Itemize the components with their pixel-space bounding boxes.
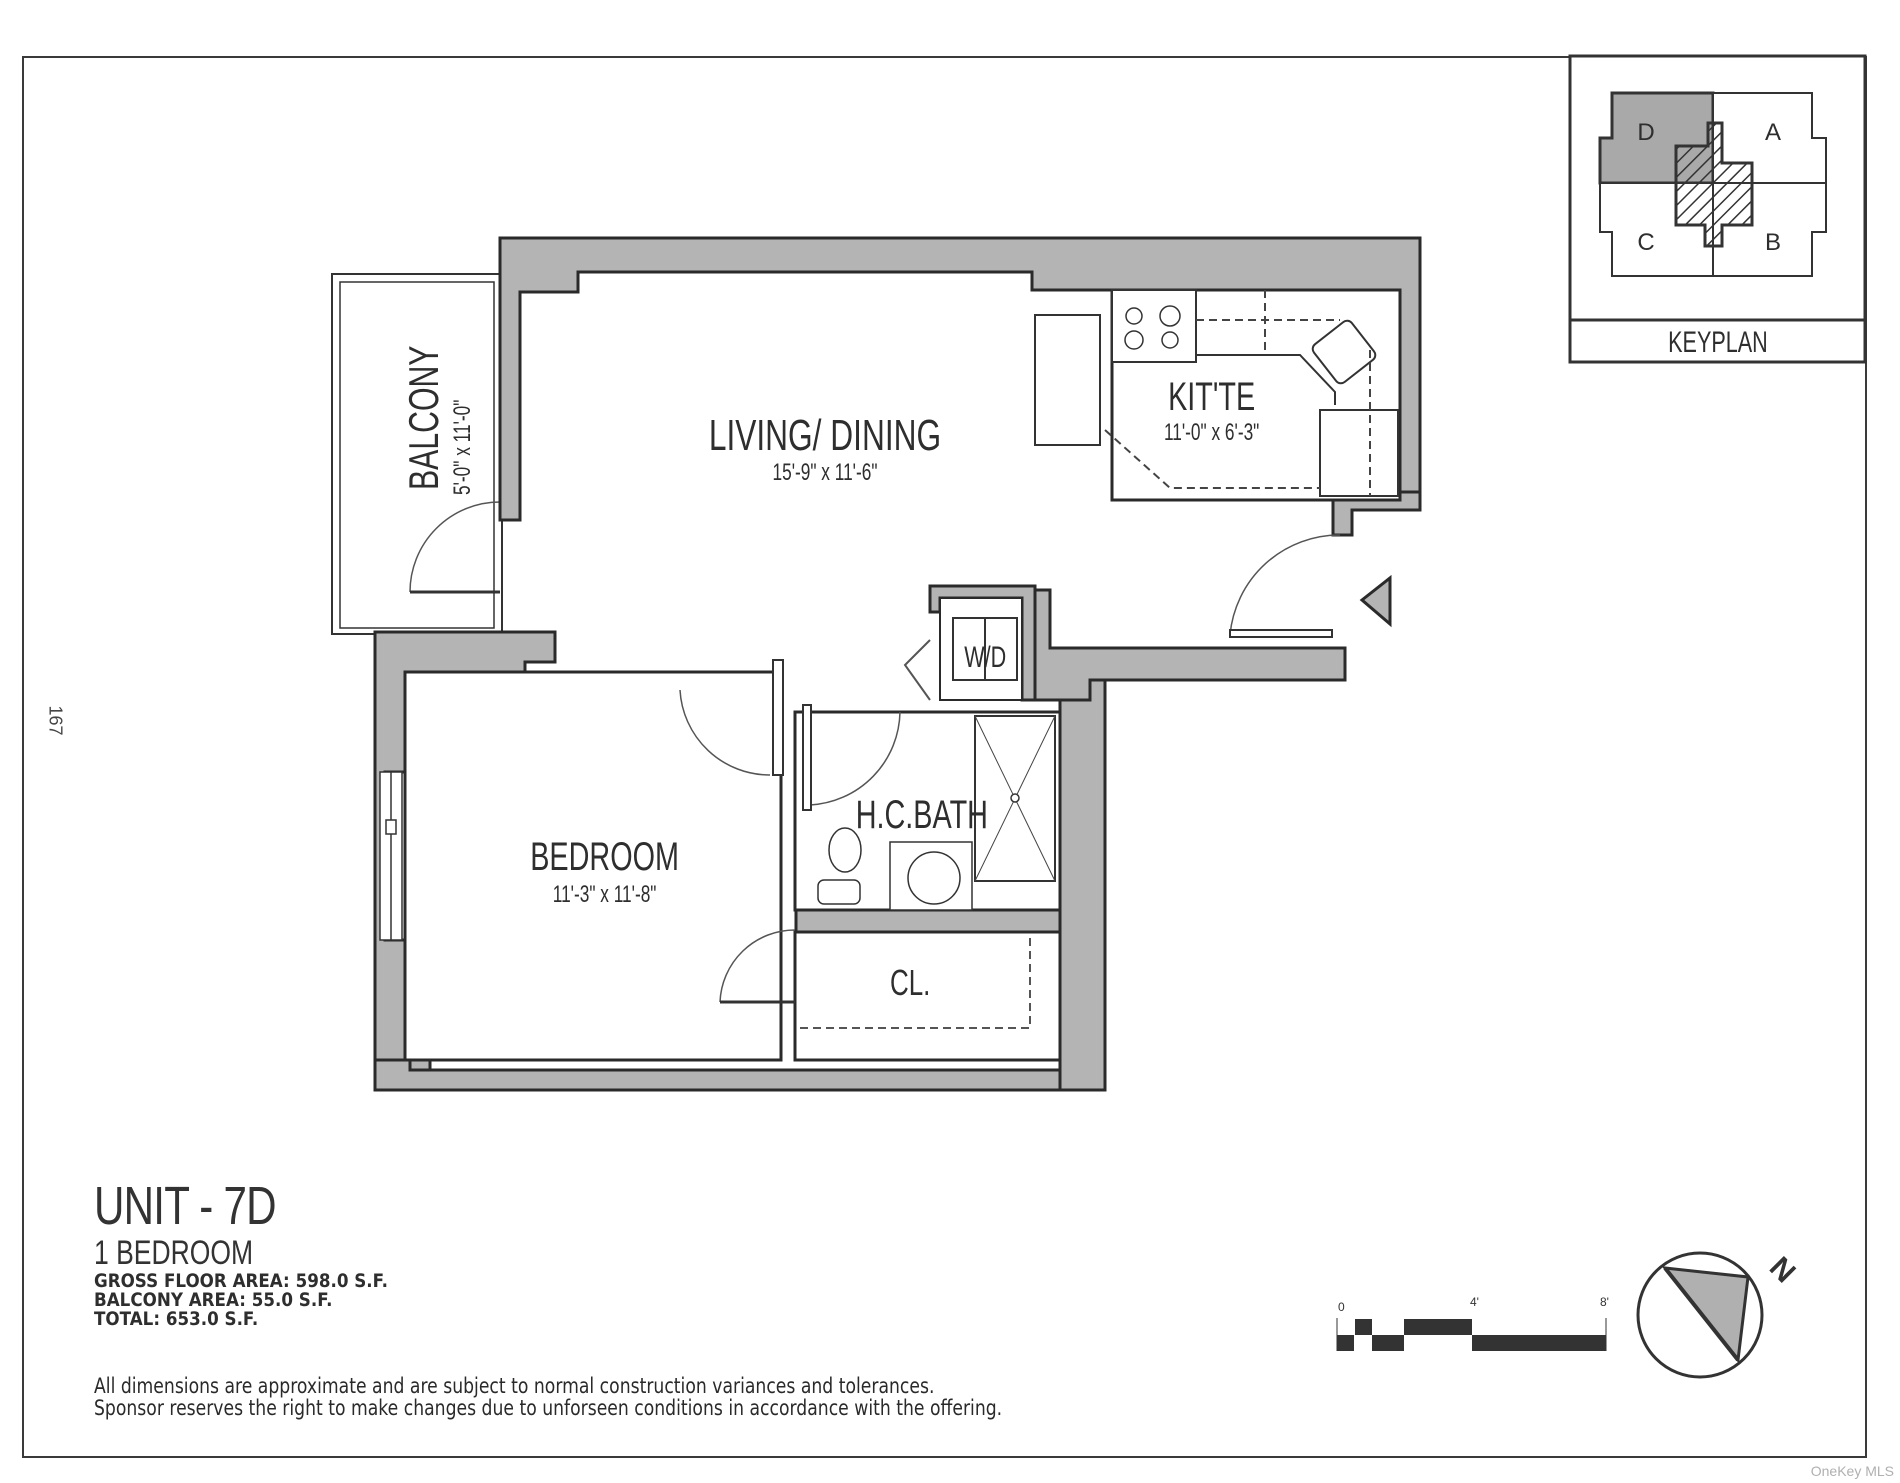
balcony [331, 273, 503, 635]
keyplan-core [1674, 121, 1754, 248]
washer-dryer-label: W/D [964, 639, 1006, 673]
svg-text:0: 0 [1338, 1300, 1345, 1314]
total-area: TOTAL: 653.0 S.F. [94, 1308, 259, 1330]
kitchenette [1104, 288, 1402, 502]
bedroom-room [403, 670, 783, 1062]
closet [719, 929, 1062, 1062]
unit-info: UNIT - 7D 1 BEDROOM GROSS FLOOR AREA: 59… [94, 1178, 428, 1329]
svg-text:B: B [1765, 229, 1781, 256]
bedroom-label: BEDROOM [530, 834, 679, 879]
unit-type: 1 BEDROOM [94, 1234, 254, 1272]
page-number: 167 [45, 705, 66, 736]
bedroom-size: 11'-3" x 11'-8" [553, 881, 657, 907]
svg-text:C: C [1637, 229, 1654, 256]
living-size: 15'-9" x 11'-6" [773, 459, 878, 485]
balcony-area: BALCONY AREA: 55.0 S.F. [94, 1289, 333, 1311]
toilet [817, 827, 862, 905]
keyplan-title: KEYPLAN [1668, 324, 1768, 358]
svg-text:A: A [1765, 119, 1781, 146]
column [1034, 314, 1101, 446]
svg-text:D: D [1637, 119, 1654, 146]
unit-title: UNIT - 7D [94, 1176, 277, 1236]
disclaimer-line-1: All dimensions are approximate and are s… [94, 1374, 935, 1398]
washer-dryer-closet [903, 597, 1023, 701]
north-label: N [1763, 1251, 1802, 1290]
north-arrow-icon: N [1636, 1251, 1802, 1379]
closet-label: CL. [890, 963, 930, 1003]
watermark: OneKey MLS [1810, 1463, 1894, 1479]
kitchen-label: KIT'TE [1168, 374, 1255, 419]
kitchen-size: 11'-0" x 6'-3" [1164, 419, 1259, 445]
bedroom-door [679, 689, 771, 776]
svg-text:4': 4' [1470, 1295, 1479, 1309]
living-label: LIVING/ DINING [709, 411, 941, 460]
balcony-size: 5'-0" x 11'-0" [449, 400, 475, 495]
disclaimer: All dimensions are approximate and are s… [94, 1375, 1002, 1419]
svg-text:8': 8' [1600, 1295, 1609, 1309]
sink [889, 841, 973, 911]
bath-label: H.C.BATH [856, 792, 988, 837]
room-labels: BALCONY 5'-0" x 11'-0" LIVING/ DINING 15… [400, 346, 1259, 1003]
bedroom-window [379, 771, 403, 941]
gross-floor-area: GROSS FLOOR AREA: 598.0 S.F. [94, 1270, 388, 1292]
keyplan: D A C B KEYPLAN [1568, 54, 1867, 364]
scale-bar: 0 4' 8' [1336, 1295, 1609, 1351]
balcony-label: BALCONY [400, 346, 447, 490]
entry-marker-icon [1359, 574, 1392, 628]
shower [974, 715, 1056, 882]
walls [373, 236, 1422, 1092]
entry-door [1229, 534, 1341, 638]
disclaimer-line-2: Sponsor reserves the right to make chang… [94, 1396, 1003, 1420]
